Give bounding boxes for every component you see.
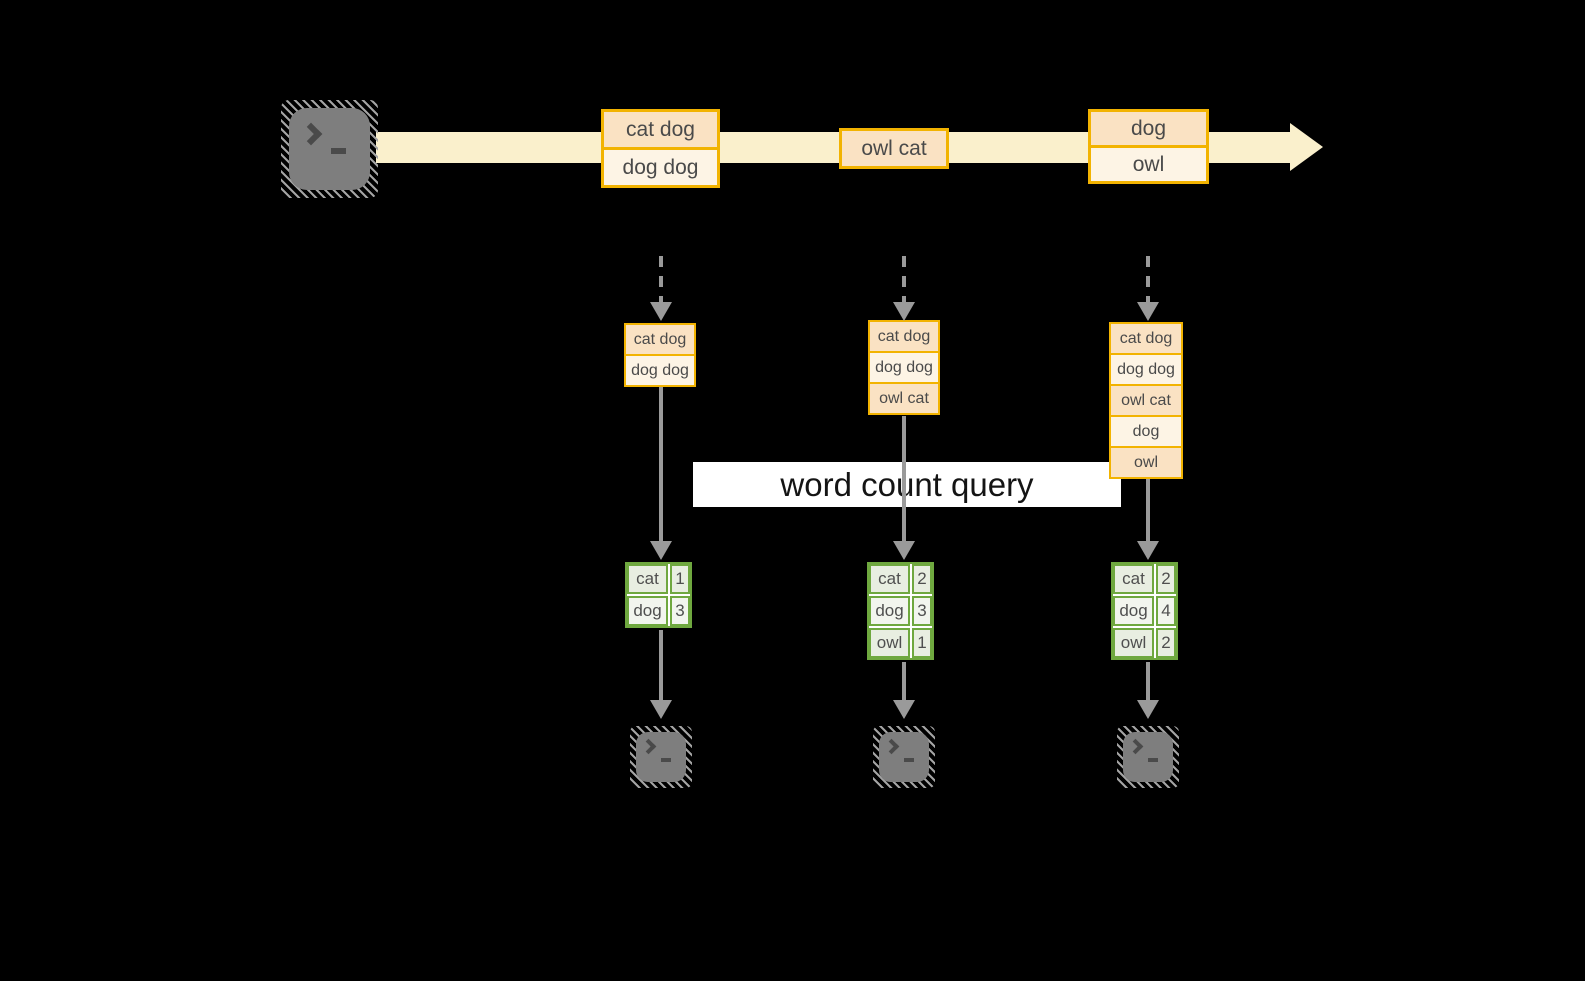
result-count: 2: [1156, 628, 1176, 658]
stream-batch-1: cat dog dog dog: [601, 109, 720, 188]
terminal-screen: [1123, 732, 1173, 782]
terminal-icon: [281, 100, 378, 198]
input-row: owl cat: [870, 382, 938, 413]
sink-arrow-line: [659, 630, 663, 701]
terminal-screen: [879, 732, 929, 782]
terminal-icon: [1117, 726, 1179, 788]
input-table-2: cat dog dog dog owl cat: [868, 320, 940, 415]
batch-row: cat dog: [604, 112, 717, 147]
dashed-arrow-head-icon: [893, 302, 915, 321]
result-count: 1: [912, 628, 932, 658]
result-count: 3: [670, 596, 690, 626]
batch-row: owl: [1091, 145, 1206, 181]
result-word: cat: [627, 564, 668, 594]
stream-batch-2: owl cat: [839, 128, 949, 169]
query-arrow-head-icon: [893, 541, 915, 560]
input-row: owl: [1111, 446, 1181, 477]
terminal-prompt-icon: [883, 738, 900, 755]
dashed-arrow-head-icon: [1137, 302, 1159, 321]
result-table-3: cat 2 dog 4 owl 2: [1111, 562, 1178, 660]
input-row: cat dog: [870, 322, 938, 351]
result-word: dog: [627, 596, 668, 626]
input-table-3: cat dog dog dog owl cat dog owl: [1109, 322, 1183, 479]
result-count: 1: [670, 564, 690, 594]
terminal-icon: [630, 726, 692, 788]
sink-arrow-line: [902, 662, 906, 701]
query-arrow-head-icon: [1137, 541, 1159, 560]
terminal-cursor-icon: [1148, 758, 1158, 762]
result-word: cat: [869, 564, 910, 594]
terminal-icon: [873, 726, 935, 788]
result-table-2: cat 2 dog 3 owl 1: [867, 562, 934, 660]
terminal-prompt-icon: [299, 122, 323, 146]
input-row: dog dog: [870, 351, 938, 382]
result-count: 3: [912, 596, 932, 626]
result-count: 4: [1156, 596, 1176, 626]
terminal-prompt-icon: [1127, 738, 1144, 755]
dashed-arrow-head-icon: [650, 302, 672, 321]
input-row: cat dog: [626, 325, 694, 354]
terminal-cursor-icon: [331, 148, 346, 154]
query-arrow-line: [1146, 479, 1150, 542]
batch-row: dog: [1091, 112, 1206, 145]
result-word: dog: [869, 596, 910, 626]
terminal-cursor-icon: [904, 758, 914, 762]
input-row: owl cat: [1111, 384, 1181, 415]
input-row: cat dog: [1111, 324, 1181, 353]
query-label: word count query: [780, 465, 1034, 503]
input-row: dog dog: [1111, 353, 1181, 384]
query-arrow-line: [659, 387, 663, 542]
query-arrow-line: [902, 416, 906, 542]
result-word: dog: [1113, 596, 1154, 626]
terminal-screen: [636, 732, 686, 782]
sink-arrow-line: [1146, 662, 1150, 701]
terminal-prompt-icon: [640, 738, 657, 755]
result-count: 2: [1156, 564, 1176, 594]
input-row: dog dog: [626, 354, 694, 385]
dashed-arrow-line: [902, 256, 906, 303]
result-word: owl: [869, 628, 910, 658]
dashed-arrow-line: [659, 256, 663, 303]
terminal-cursor-icon: [661, 758, 671, 762]
batch-row: dog dog: [604, 147, 717, 185]
query-arrow-head-icon: [650, 541, 672, 560]
sink-arrow-head-icon: [893, 700, 915, 719]
result-count: 2: [912, 564, 932, 594]
input-table-1: cat dog dog dog: [624, 323, 696, 387]
result-word: cat: [1113, 564, 1154, 594]
stream-batch-3: dog owl: [1088, 109, 1209, 184]
sink-arrow-head-icon: [650, 700, 672, 719]
result-word: owl: [1113, 628, 1154, 658]
sink-arrow-head-icon: [1137, 700, 1159, 719]
terminal-screen: [289, 108, 370, 190]
input-row: dog: [1111, 415, 1181, 446]
stream-arrowhead-icon: [1290, 123, 1323, 171]
result-table-1: cat 1 dog 3: [625, 562, 692, 628]
dashed-arrow-line: [1146, 256, 1150, 303]
batch-row: owl cat: [842, 131, 946, 166]
query-label-band: word count query: [693, 462, 1121, 507]
